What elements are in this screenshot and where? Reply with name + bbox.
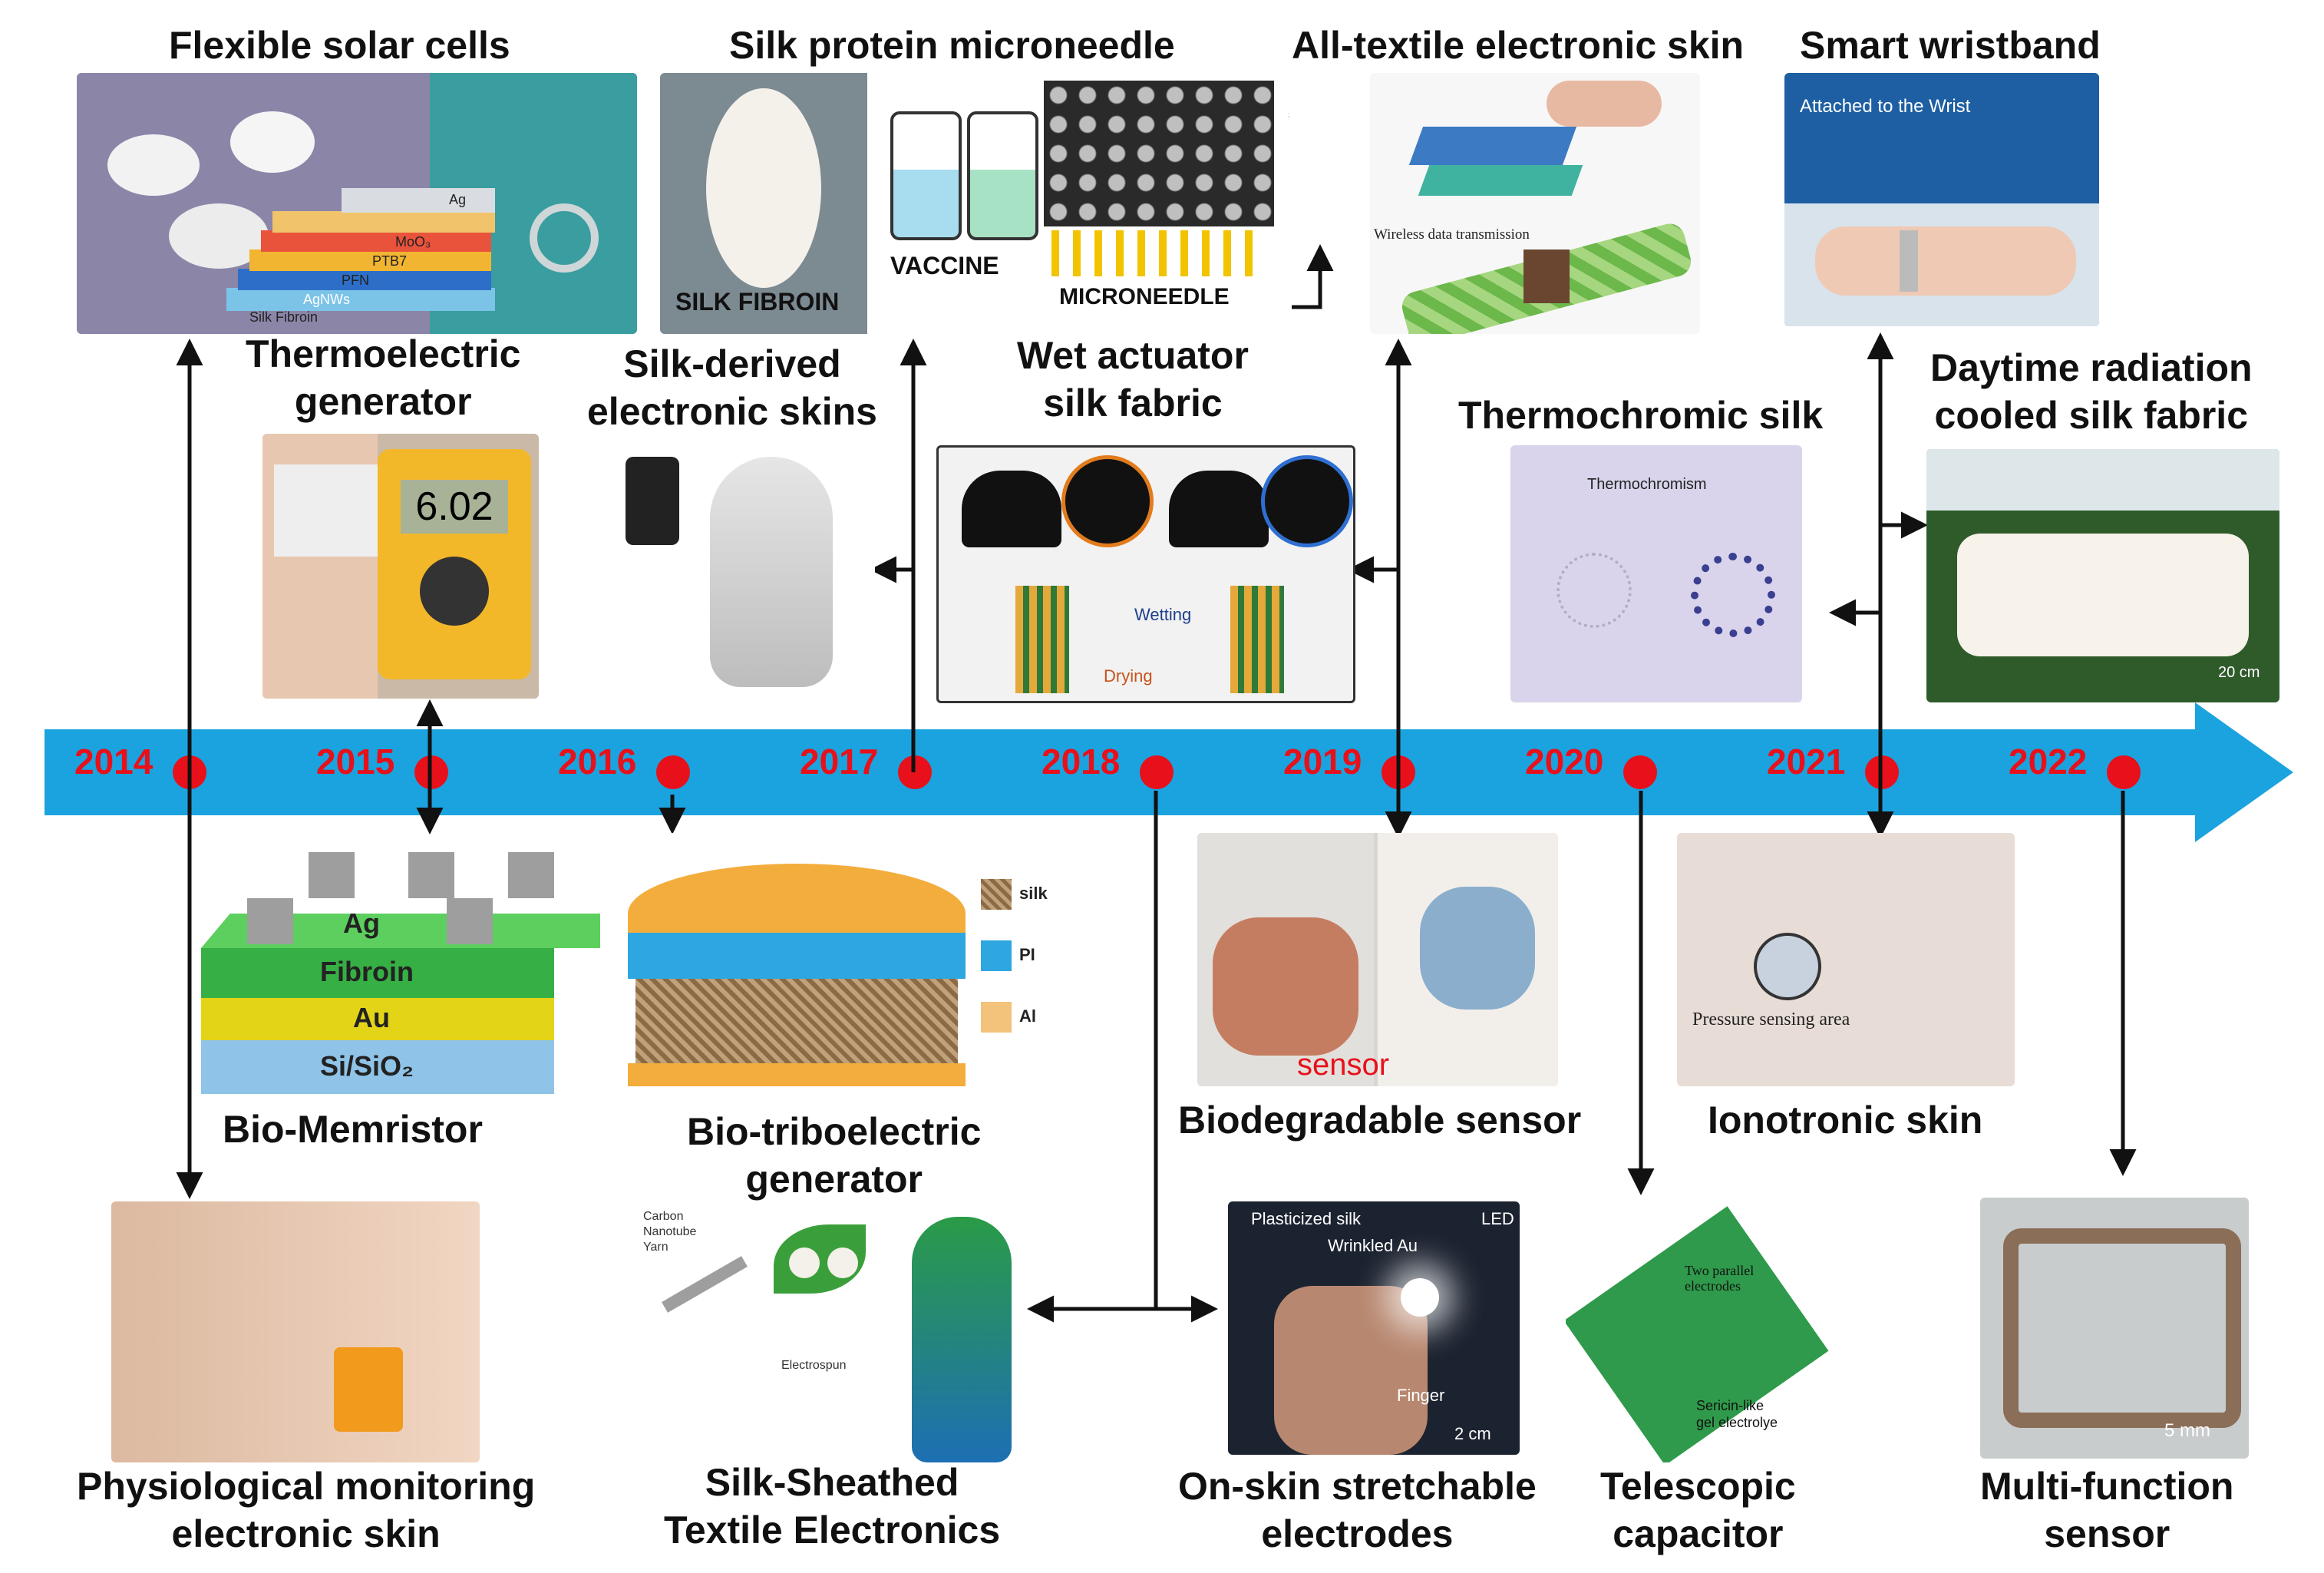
label-all-textile-electronic-skin: All-textile electronic skin [1292,24,1745,67]
image-thermoelectric-generator: 6.02 [262,434,539,699]
year-2018: 2018 [1042,742,1121,782]
label-biodegradable-sensor: Biodegradable sensor [1178,1099,1582,1142]
smartphone-icon [626,457,679,545]
image-physiological-monitoring-electronic-skin [111,1201,480,1462]
year-2014: 2014 [74,742,154,782]
image-all-textile-electronic-skin: Wireless data transmission [1370,73,1700,334]
year-marker-2020 [1623,755,1657,789]
year-2017: 2017 [800,742,879,782]
multimeter: 6.02 [378,449,531,679]
image-wet-actuator-silk-fabric: Wetting Drying [936,445,1355,703]
microneedle-array [1044,81,1274,226]
image-thermochromic-silk: Thermochromism [1510,445,1802,702]
solar-layer-stack [226,180,503,319]
solar-layer-labels: Ag MoO₃ PTB7 PFN AgNWs Silk Fibroin [249,192,467,325]
vaccine-vials [890,111,1038,242]
label-silk-protein-microneedle: Silk protein microneedle [729,24,1175,67]
year-2021: 2021 [1767,742,1846,782]
robot-figure [710,457,833,687]
year-2016: 2016 [558,742,637,782]
label-ionotronic-skin: Ionotronic skin [1708,1099,1983,1142]
year-2022: 2022 [2009,742,2088,782]
image-biodegradable-sensor: sensor [1197,833,1558,1086]
mouse-icons: 🐁 [1282,88,1289,143]
year-2019: 2019 [1283,742,1362,782]
label-smart-wristband: Smart wristband [1800,24,2101,67]
image-bio-triboelectric-generator: silk PI Al [620,833,1061,1098]
year-2015: 2015 [316,742,395,782]
year-marker-2018 [1140,755,1174,789]
image-flexible-solar-cells: Ag MoO₃ PTB7 PFN AgNWs Silk Fibroin [77,73,637,334]
image-on-skin-stretchable-electrodes: Plasticized silk Wrinkled Au LED Finger … [1228,1201,1520,1455]
image-silk-derived-electronic-skins [610,441,875,702]
year-marker-2016 [656,755,690,789]
image-multi-function-sensor: 5 mm [1980,1198,2249,1459]
microneedle-profile [1051,230,1266,276]
image-bio-memristor: Ag Fibroin Au Si/SiO₂ [201,837,600,1098]
silk-cocoon [706,88,821,288]
image-daytime-radiation-cooled-silk-fabric: 20 cm [1926,449,2279,702]
cocoon-shapes [107,134,200,196]
image-smart-wristband: Attached to the Wrist [1784,73,2099,326]
label-bio-memristor: Bio-Memristor [223,1108,483,1151]
label-thermochromic-silk: Thermochromic silk [1458,394,1824,437]
image-silk-protein-microneedle: SILK FIBROIN VACCINE MICRONEEDLE 🐁 [660,73,1289,334]
label-flexible-solar-cells: Flexible solar cells [169,24,510,67]
year-marker-2022 [2107,755,2141,789]
year-2020: 2020 [1525,742,1604,782]
image-ionotronic-skin: Pressure sensing area [1677,833,2015,1086]
